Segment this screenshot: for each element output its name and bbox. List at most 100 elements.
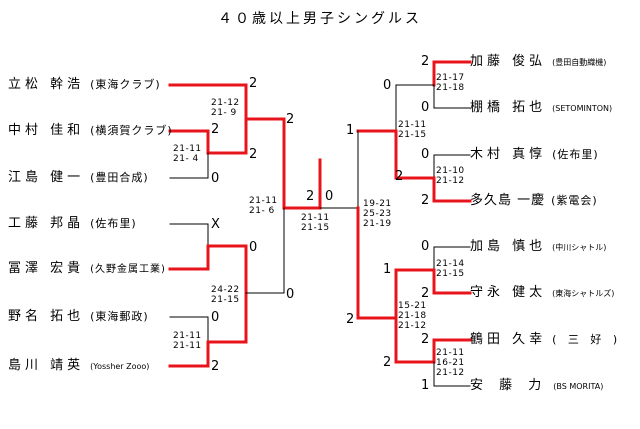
- player-name: 加島 慎也: [470, 239, 547, 254]
- game-wins: 2: [211, 122, 220, 137]
- player-club: (豊田自動織機): [552, 58, 607, 67]
- match-score: 21-11 21-15: [301, 213, 330, 233]
- game-wins: 0: [325, 189, 334, 204]
- game-score: 25-23: [363, 209, 392, 219]
- player-ando: 安 藤 力 (BS MORITA): [470, 378, 603, 395]
- game-wins: 2: [421, 332, 430, 347]
- game-score: 21-11: [436, 348, 465, 358]
- player-name: 多久島 一慶: [470, 193, 546, 208]
- player-ejima: 江島 健一(豊田合成): [8, 170, 149, 186]
- game-score: 21- 6: [249, 206, 275, 216]
- game-score: 21-11: [173, 341, 202, 351]
- game-wins: 0: [383, 78, 392, 93]
- game-wins: 2: [421, 193, 430, 208]
- game-wins: 2: [306, 189, 315, 204]
- game-score: 21-12: [436, 176, 465, 186]
- match-score: 21-14 21-15: [436, 259, 465, 279]
- game-wins: 2: [383, 355, 392, 370]
- match-score: 21-12 21- 9: [211, 98, 240, 118]
- bracket-line-kato: [432, 60, 472, 87]
- game-wins: 0: [421, 239, 430, 254]
- game-score: 19-21: [363, 199, 392, 209]
- game-wins: 2: [286, 112, 295, 127]
- player-club: (東海郵政): [90, 310, 149, 323]
- bracket-line-morinaga: [394, 268, 472, 295]
- bracket-line-kashima: [433, 246, 471, 271]
- game-score: 21-12: [436, 368, 465, 378]
- game-wins: 1: [346, 123, 355, 138]
- match-score: 24-22 21-15: [211, 285, 240, 305]
- player-name: 立松 幹浩: [8, 77, 85, 92]
- player-club: (久野金属工業): [90, 264, 166, 275]
- player-name: 加藤 俊弘: [470, 54, 547, 69]
- game-wins: 2: [346, 312, 355, 327]
- player-club: (BS MORITA): [553, 382, 604, 391]
- game-score: 21-14: [436, 259, 465, 269]
- game-score: 15-21: [398, 301, 427, 311]
- game-score: 21-15: [436, 269, 465, 279]
- player-tomizawa: 冨澤 宏貴(久野金属工業): [8, 261, 166, 278]
- player-kudo: 工藤 邦晶(佐布里): [8, 216, 137, 232]
- match-score: 21-11 21- 4: [173, 144, 202, 164]
- match-score: 21-11 21- 6: [249, 196, 278, 216]
- bracket-line-takushima: [356, 129, 472, 203]
- player-tanahashi: 棚橋 拓也 (SETOMINTON): [470, 100, 612, 117]
- match-score: 21-11 21-11: [173, 331, 202, 351]
- player-club: (SETOMINTON): [552, 104, 613, 113]
- player-club: (紫電会): [551, 194, 598, 207]
- bracket-line-kudo: [169, 223, 209, 247]
- match-score: 21-11 21-15: [398, 120, 427, 140]
- game-score: 21- 4: [173, 154, 199, 164]
- player-name: 工藤 邦晶: [8, 216, 85, 231]
- player-kimura: 木村 真惇 (佐布里): [470, 147, 599, 163]
- game-wins: 1: [421, 378, 430, 393]
- game-score: 21-17: [436, 73, 465, 83]
- player-name: 江島 健一: [8, 170, 85, 185]
- game-wins: 0: [286, 287, 295, 302]
- game-score: 21-12: [211, 98, 240, 108]
- game-wins: 2: [249, 147, 258, 162]
- game-score: 21-15: [301, 223, 330, 233]
- player-club: (佐布里): [552, 148, 599, 161]
- player-kato: 加藤 俊弘 (豊田自動織機): [470, 54, 606, 71]
- player-kashima: 加島 慎也 (中川シャトル): [470, 239, 606, 256]
- player-shimakawa: 島川 靖英 (Yossher Zooo): [8, 358, 149, 375]
- bracket-line-shimakawa: [168, 291, 248, 368]
- match-score: 21-11 16-21 21-12: [436, 348, 465, 378]
- player-name: 木村 真惇: [470, 147, 547, 162]
- player-nona: 野名 拓也 (東海郵政): [8, 309, 149, 325]
- player-name: 棚橋 拓也: [470, 100, 547, 115]
- match-score: 21-10 21-12: [436, 166, 465, 186]
- game-wins: 0: [249, 240, 258, 255]
- bracket-line-ejima: [169, 152, 209, 179]
- page-title: ４０歳以上男子シングルス: [218, 11, 422, 27]
- player-club: (中川シャトル): [552, 243, 607, 252]
- match-score: 21-17 21-18: [436, 73, 465, 93]
- game-score: 21-15: [211, 295, 240, 305]
- player-name: 野名 拓也: [8, 309, 85, 324]
- bracket-line-kimura: [433, 154, 471, 179]
- player-name: 中村 佳和: [8, 123, 85, 138]
- bracket-line-tomizawa: [168, 244, 248, 295]
- bracket-line-tsuruta: [356, 206, 472, 364]
- player-name: 島川 靖英: [8, 358, 85, 373]
- game-score: 21-18: [436, 83, 465, 93]
- player-name: 安 藤 力: [470, 378, 548, 393]
- game-wins: 0: [421, 147, 430, 162]
- player-club: (横須賀クラブ): [90, 124, 173, 137]
- player-club: (Yossher Zooo): [90, 362, 150, 371]
- game-score: 24-22: [211, 285, 240, 295]
- player-nakamura: 中村 佳和 (横須賀クラブ): [8, 123, 173, 139]
- game-score: 21-11: [173, 144, 202, 154]
- player-club: ( 三 好 ): [552, 333, 622, 346]
- bracket-line-ando: [433, 361, 471, 387]
- game-score: 21-10: [436, 166, 465, 176]
- game-wins: 2: [421, 286, 430, 301]
- game-wins: 2: [421, 54, 430, 69]
- bracket-line-lower-left-final: [245, 207, 285, 294]
- player-club: (東海クラブ): [90, 78, 161, 91]
- player-tsuruta: 鶴田 久幸( 三 好 ): [470, 332, 621, 348]
- game-score: 21- 9: [211, 108, 237, 118]
- game-wins: 2: [211, 359, 220, 374]
